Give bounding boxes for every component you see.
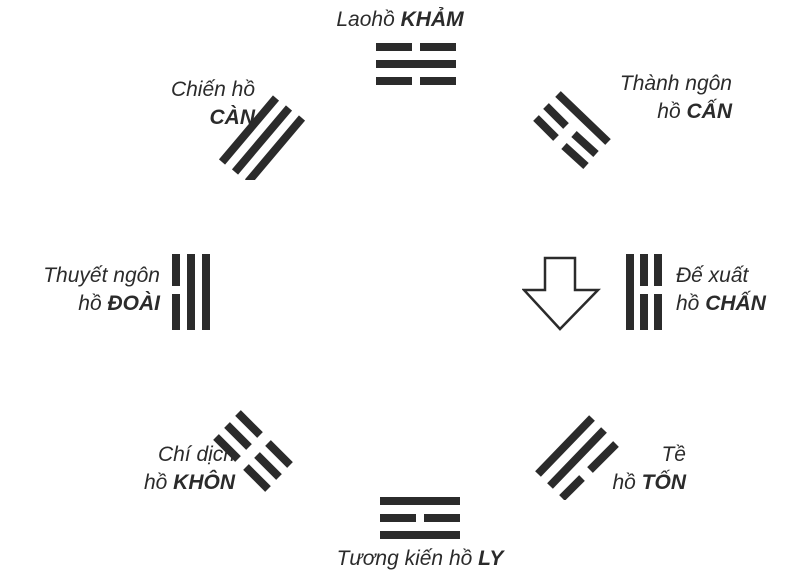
label-kham: Laohồ KHẢM — [300, 6, 500, 34]
down-arrow-icon — [522, 256, 602, 332]
label-ly: Tương kiến hồ LY — [280, 545, 560, 573]
trigram-ly-icon — [380, 497, 460, 539]
label-kham-prefix: Laohồ — [336, 8, 395, 31]
label-khon-prefix: Chí dịch — [157, 443, 235, 466]
label-chan-prefix2: hồ — [676, 292, 700, 315]
label-khon-prefix2: hồ — [143, 471, 168, 494]
label-can-heaven: Chiến hồ CÀN — [110, 76, 255, 132]
trigram-khon-icon — [212, 405, 304, 495]
label-chan-name: CHẤN — [705, 292, 766, 315]
trigram-chan-icon — [626, 254, 666, 330]
trigram-can-heaven-icon — [212, 80, 312, 180]
label-doai-prefix2: hồ — [78, 292, 102, 315]
label-ly-prefix: Tương kiến hồ — [336, 547, 473, 570]
trigram-kham-icon — [376, 43, 456, 87]
label-ton-prefix2: hồ — [612, 471, 636, 494]
label-can-heaven-prefix: Chiến hồ — [170, 78, 255, 101]
label-doai-name: ĐOÀI — [107, 292, 161, 315]
label-ton: Tề hồ TỐN — [580, 441, 686, 497]
label-kham-name: KHẢM — [400, 8, 464, 31]
label-can-mountain-prefix: Thành ngôn — [619, 72, 732, 95]
trigram-can-mountain-icon — [530, 84, 620, 174]
label-can-mountain: Thành ngôn hồ CẤN — [570, 70, 732, 126]
label-khon: Chí dịch hồ KHÔN — [100, 441, 235, 497]
label-ton-name: TỐN — [641, 471, 686, 494]
label-doai-prefix: Thuyết ngôn — [43, 264, 160, 287]
label-khon-name: KHÔN — [173, 471, 235, 494]
label-can-mountain-prefix2: hồ — [657, 100, 681, 123]
trigram-ton-icon — [534, 408, 624, 500]
label-chan: Đế xuất hồ CHẤN — [676, 262, 796, 318]
label-can-heaven-name: CÀN — [209, 106, 256, 129]
label-doai: Thuyết ngôn hồ ĐOÀI — [0, 262, 160, 318]
trigram-doai-icon — [172, 254, 212, 330]
label-can-mountain-name: CẤN — [686, 100, 733, 123]
label-ly-name: LY — [478, 547, 504, 570]
label-ton-prefix: Tề — [661, 443, 686, 466]
label-chan-prefix: Đế xuất — [676, 264, 749, 287]
